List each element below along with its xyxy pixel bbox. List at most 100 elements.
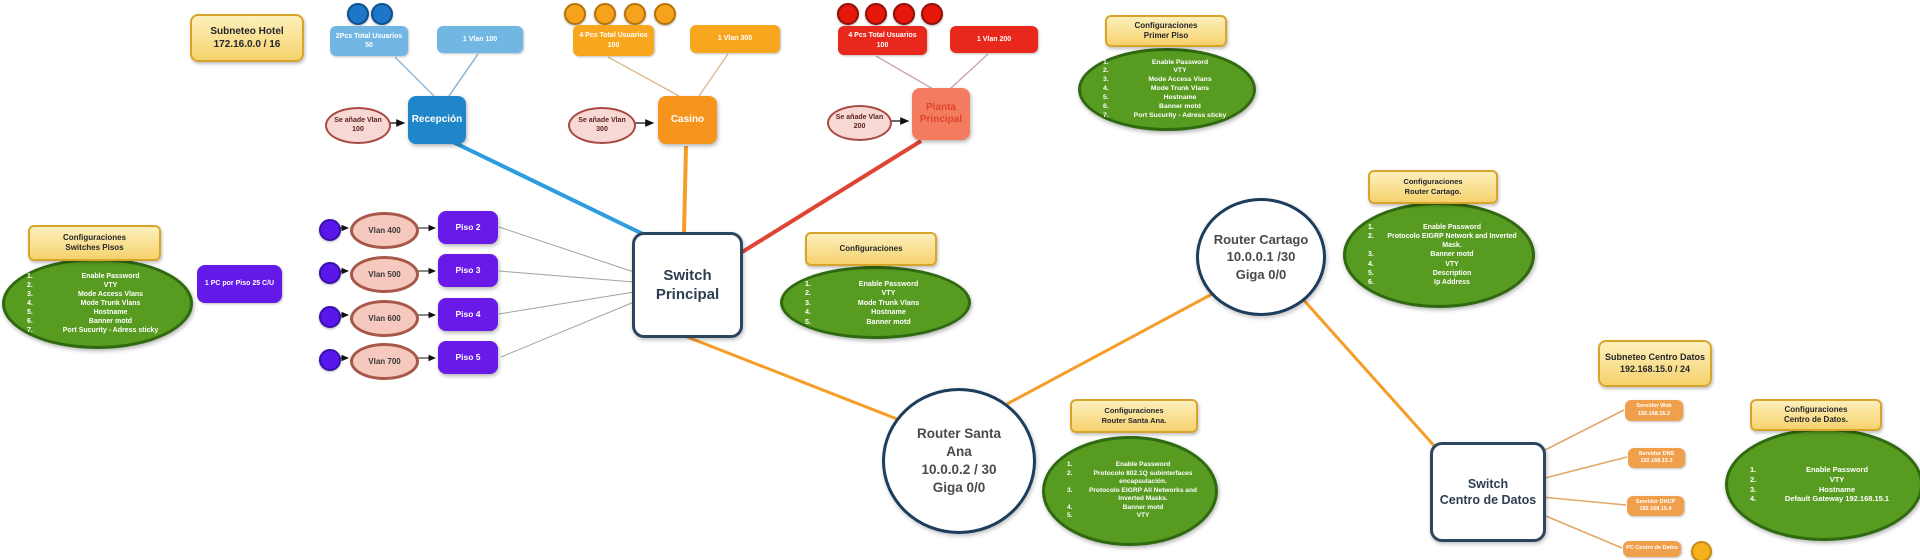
recepcion-vlan-box[interactable]: 1 Vlan 100 xyxy=(437,26,523,53)
config-centro-datos-label[interactable]: Configuraciones Centro de Datos. xyxy=(1750,399,1882,431)
se-anade-vlan-200-ellipse[interactable]: Se añade Vlan 200 xyxy=(827,105,892,141)
config-item: Hostname xyxy=(1103,93,1197,103)
config-item: Enable Password xyxy=(805,279,919,289)
pc-icon[interactable] xyxy=(624,3,646,25)
pc-icon[interactable] xyxy=(865,3,887,25)
node-label: Piso 3 xyxy=(455,265,481,276)
link-vlan100-recepcion xyxy=(448,53,479,97)
subneteo-centro-datos-label[interactable]: Subneteo Centro Datos 192.168.15.0 / 24 xyxy=(1598,340,1712,387)
recepcion-users-box[interactable]: 2Pcs Total Usuarios 50 xyxy=(330,26,408,56)
piso-5-node[interactable]: Piso 5 xyxy=(438,341,498,374)
planta-users-box[interactable]: 4 Pcs Total Usuarios 100 xyxy=(838,26,927,55)
node-label: Piso 5 xyxy=(455,352,481,363)
servidor-dns-box[interactable]: Servidor DNS 192.168.15.3 xyxy=(1628,448,1685,468)
servidor-web-box[interactable]: Servidor Web 192.168.15.2 xyxy=(1625,400,1683,421)
config-title-line: Router Santa Ana. xyxy=(1101,416,1167,425)
config-item: Banner motd xyxy=(27,317,133,326)
server-line: Servidor DNS xyxy=(1638,450,1675,457)
vlan-500-ellipse[interactable]: Vlan 500 xyxy=(350,256,419,293)
casino-vlan-box[interactable]: 1 Vlan 300 xyxy=(690,25,780,53)
se-anade-vlan-100-ellipse[interactable]: Se añade Vlan 100 xyxy=(325,107,391,144)
config-item: Description xyxy=(1368,269,1472,278)
config-item: VTY xyxy=(27,281,118,290)
config-item: Hostname xyxy=(27,308,128,317)
pc-icon[interactable] xyxy=(921,3,943,25)
servidor-dhcp-box[interactable]: Servidor DHCP 192.168.15.4 xyxy=(1627,496,1684,516)
piso-2-node[interactable]: Piso 2 xyxy=(438,211,498,244)
config-primer-piso-label[interactable]: Configuraciones Primer Piso xyxy=(1105,15,1227,47)
config-switches-pisos-label[interactable]: Configuraciones Switches Pisos xyxy=(28,225,161,261)
pc-icon[interactable] xyxy=(319,262,341,284)
recepcion-node[interactable]: Recepción xyxy=(408,96,466,144)
switch-principal-node[interactable]: Switch Principal xyxy=(632,232,743,338)
config-title-line: Configuraciones xyxy=(1784,404,1848,414)
link-switch-pc-centro xyxy=(1540,513,1623,549)
router-cartago-node[interactable]: Router Cartago 10.0.0.1 /30 Giga 0/0 xyxy=(1196,198,1326,316)
link-users-casino xyxy=(607,56,680,97)
subneteo-hotel-line2: 172.16.0.0 / 16 xyxy=(213,39,281,50)
vlan-400-ellipse[interactable]: Vlan 400 xyxy=(350,212,419,249)
piso-3-node[interactable]: Piso 3 xyxy=(438,254,498,287)
node-label-line: Switch xyxy=(1467,476,1509,491)
pc-icon[interactable] xyxy=(319,306,341,328)
link-planta-switch-principal xyxy=(737,139,923,256)
link-router-cartago-switch-centro xyxy=(1299,295,1439,451)
link-vlan200-planta xyxy=(949,53,989,90)
config-item: Mode Trunk Vlans xyxy=(27,299,141,308)
config-item: Mode Trunk Vlans xyxy=(1103,85,1210,94)
pc-icon[interactable] xyxy=(564,3,586,25)
config-item: Protocolo EIGRP All Networks and Inverte… xyxy=(1067,486,1198,503)
pc-icon[interactable] xyxy=(347,3,369,25)
pc-icon[interactable] xyxy=(594,3,616,25)
users-line: 50 xyxy=(365,42,373,49)
vlan-label: Vlan 500 xyxy=(368,270,401,279)
casino-node[interactable]: Casino xyxy=(658,96,717,144)
casino-users-box[interactable]: 4 Pcs Total Usuarios 100 xyxy=(573,25,654,56)
se-anade-vlan-300-ellipse[interactable]: Se añade Vlan 300 xyxy=(568,107,636,144)
link-piso2-switch xyxy=(498,226,635,273)
config-item: Mode Access Vlans xyxy=(27,290,144,299)
pc-icon[interactable] xyxy=(893,3,915,25)
add-vlan-line: Se añade Vlan xyxy=(334,116,382,124)
config-item: Hostname xyxy=(1750,484,1856,495)
vlan-700-ellipse[interactable]: Vlan 700 xyxy=(350,343,419,380)
planta-vlan-box[interactable]: 1 Vlan 200 xyxy=(950,26,1038,53)
pc-por-piso-label: 1 PC por Piso 25 C/U xyxy=(204,280,275,288)
switch-centro-datos-node[interactable]: Switch Centro de Datos xyxy=(1430,442,1546,542)
vlan-label: 1 Vlan 300 xyxy=(717,35,753,43)
pc-icon[interactable] xyxy=(319,349,341,371)
config-router-santa-ana-label[interactable]: Configuraciones Router Santa Ana. xyxy=(1070,399,1198,433)
add-vlan-line: Se añade Vlan xyxy=(835,114,884,122)
config-item: Banner motd xyxy=(1368,250,1474,259)
config-switch-principal-label[interactable]: Configuraciones xyxy=(805,232,937,266)
router-santa-ana-node[interactable]: Router Santa Ana 10.0.0.2 / 30 Giga 0/0 xyxy=(882,388,1036,534)
pc-centro-datos-box[interactable]: PC Centro de Datos xyxy=(1623,541,1681,557)
node-label-line: Planta xyxy=(925,101,956,113)
link-piso5-switch xyxy=(500,301,635,358)
router-ip: 10.0.0.2 / 30 xyxy=(921,462,997,477)
config-router-cartago-label[interactable]: Configuraciones Router Cartago. xyxy=(1368,170,1498,204)
pc-por-piso-box[interactable]: 1 PC por Piso 25 C/U xyxy=(197,265,282,303)
pc-icon[interactable] xyxy=(654,3,676,25)
pc-icon[interactable] xyxy=(319,219,341,241)
pc-icon[interactable] xyxy=(837,3,859,25)
subneteo-hotel-label[interactable]: Subneteo Hotel 172.16.0.0 / 16 xyxy=(190,14,304,62)
pc-icon[interactable] xyxy=(1691,541,1712,560)
vlan-600-ellipse[interactable]: Vlan 600 xyxy=(350,300,419,337)
add-vlan-line: 300 xyxy=(596,125,608,133)
router-name: Router Cartago xyxy=(1213,231,1309,247)
config-item: VTY xyxy=(1750,474,1845,485)
piso-4-node[interactable]: Piso 4 xyxy=(438,298,498,331)
users-line: 2Pcs Total Usuarios xyxy=(335,32,403,40)
config-item: VTY xyxy=(1103,67,1187,76)
planta-principal-node[interactable]: Planta Principal xyxy=(912,88,970,140)
pc-icon[interactable] xyxy=(371,3,393,25)
